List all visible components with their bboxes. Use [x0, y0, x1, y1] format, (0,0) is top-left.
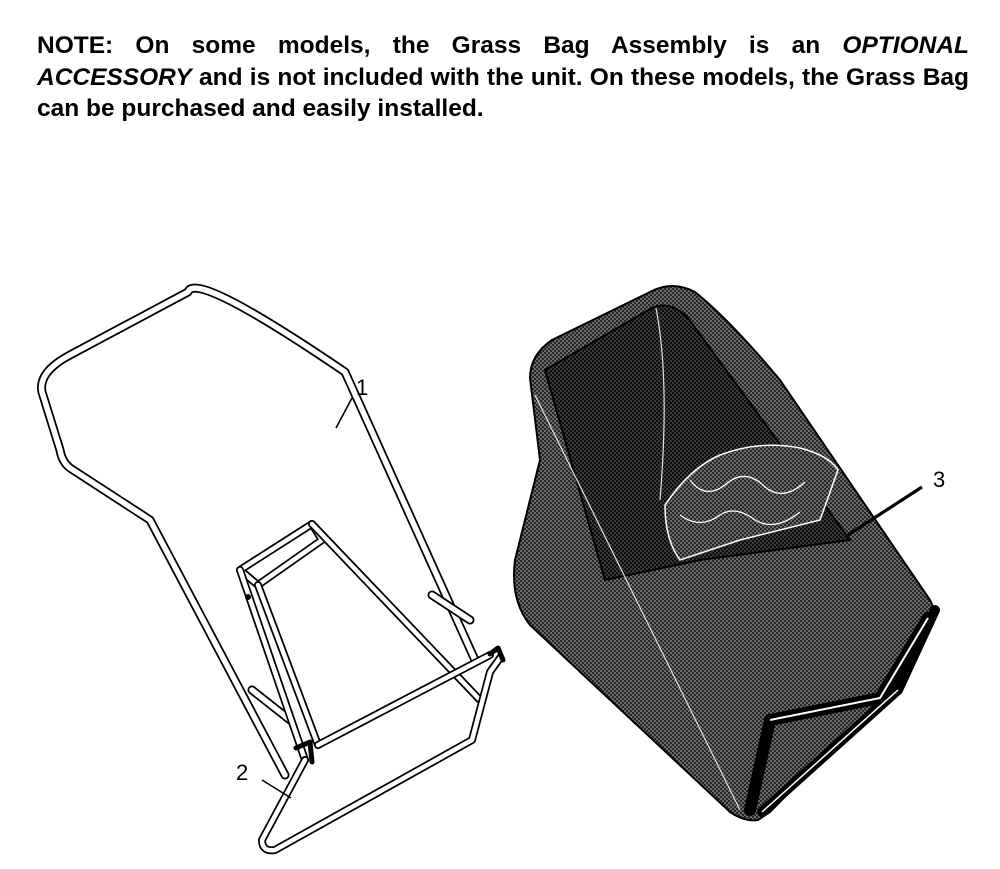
callout-3-leader	[847, 485, 923, 537]
callout-3-label: 3	[933, 467, 945, 492]
callout-1-label: 1	[356, 375, 368, 400]
bag-frame-tube	[37, 283, 480, 780]
callout-1-leader	[335, 397, 353, 429]
note-tail: and is not included with the unit. On th…	[37, 63, 969, 123]
grass-bag	[513, 285, 940, 822]
note-emphasis: OPTIONAL ACCESSORY	[37, 32, 969, 91]
callout-2-leader	[261, 779, 292, 799]
callout-leaders	[261, 397, 923, 799]
callout-2-label: 2	[236, 760, 248, 785]
note-paragraph: NOTE: On some models, the Grass Bag Asse…	[37, 30, 969, 125]
note-lead: NOTE: On some models, the Grass Bag Asse…	[37, 32, 843, 59]
hinge-frame	[236, 520, 506, 855]
